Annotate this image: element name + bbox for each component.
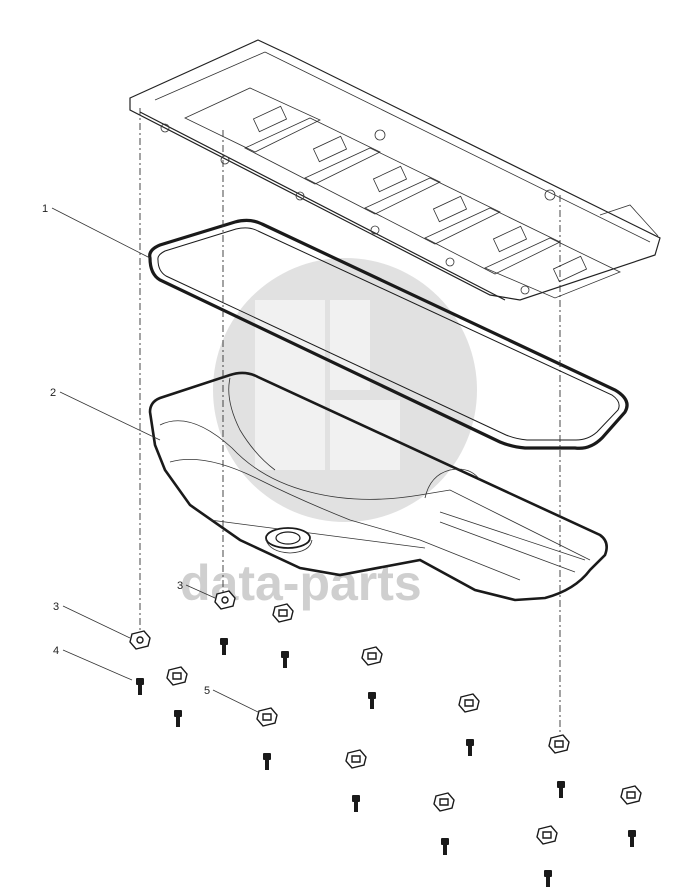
callout-bolt: 4 [53,645,59,657]
watermark-logo [213,258,477,522]
callout-gasket: 1 [42,203,48,215]
fastener-bolts [136,638,636,887]
oil-pan [148,371,608,602]
callout-oil-pan: 2 [50,387,56,399]
alignment-lines [139,108,561,745]
fastener-nuts [129,590,642,845]
callout-nut-left: 3 [53,601,59,613]
oil-pan-gasket [148,218,629,450]
callout-clip: 5 [204,685,210,697]
callout-nut-center: 3 [177,580,183,592]
engine-block-frame [129,39,661,301]
leader-lines [51,207,259,713]
